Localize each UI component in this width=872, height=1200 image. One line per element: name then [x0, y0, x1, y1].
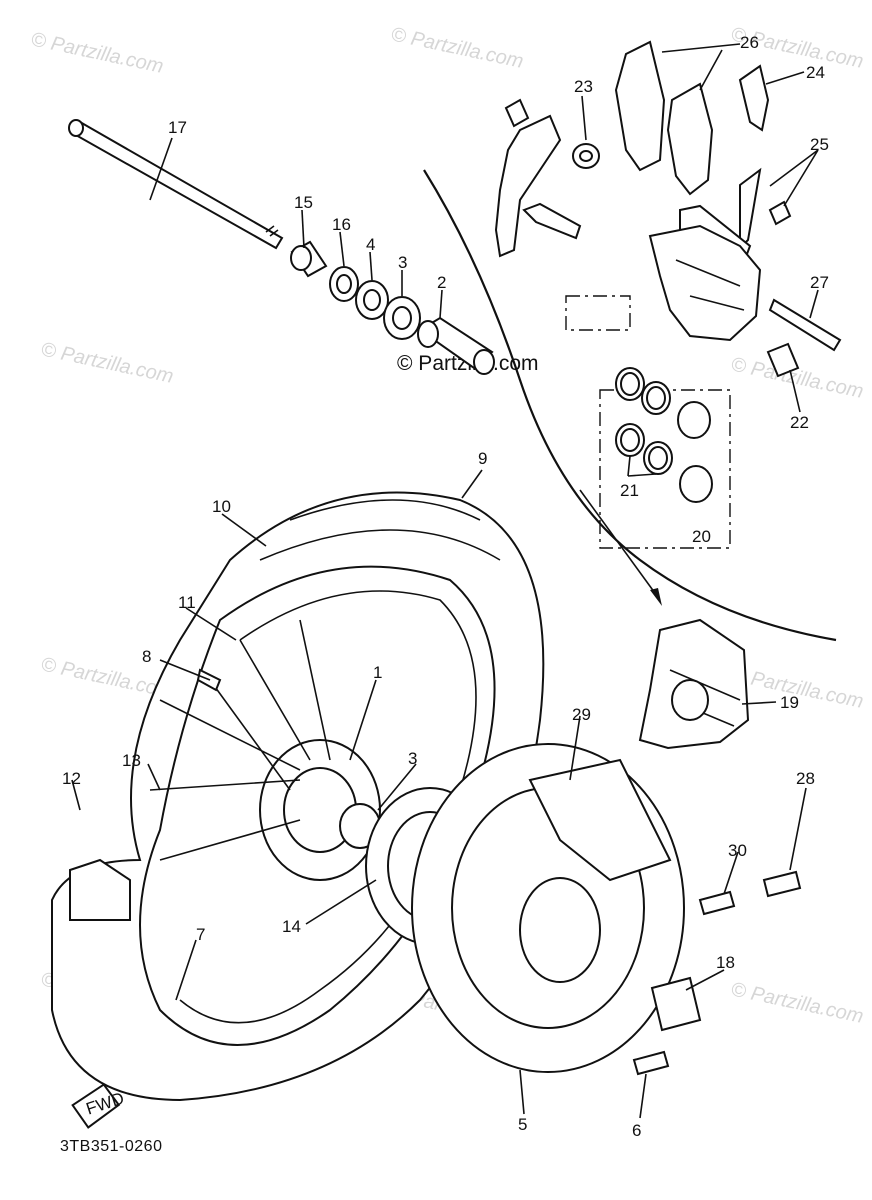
watermark-text: © Partzilla.com	[39, 338, 175, 388]
callout-5: 5	[518, 1115, 527, 1134]
callout-3: 3	[398, 253, 407, 272]
caliper-assembly-part	[638, 618, 750, 750]
watermark-text: © Partzilla.com	[729, 353, 865, 403]
callout-30: 30	[728, 841, 747, 860]
callout-1: 1	[373, 663, 382, 682]
callout-17: 17	[168, 118, 187, 137]
callout-22: 22	[790, 413, 809, 432]
callout-20: 20	[692, 527, 711, 546]
callout-labels: 17 15 16 4 3 2 23 26 24 25 27 22 21 20 9…	[62, 33, 829, 1140]
callout-13: 13	[122, 751, 141, 770]
callout-21: 21	[620, 481, 639, 500]
forward-direction-arrow: FWD	[71, 1083, 126, 1129]
callout-28: 28	[796, 769, 815, 788]
callout-16: 16	[332, 215, 351, 234]
caliper-detail-arrowhead	[650, 588, 662, 606]
caliper-upper-parts	[494, 40, 792, 264]
caliper-seal-kit	[565, 295, 731, 549]
callout-29: 29	[572, 705, 591, 724]
callout-23: 23	[574, 77, 593, 96]
callout-10: 10	[212, 497, 231, 516]
axle-part	[68, 119, 284, 250]
callout-26: 26	[740, 33, 759, 52]
diagram-code: 3TB351-0260	[60, 1138, 163, 1155]
callout-18: 18	[716, 953, 735, 972]
callout-9: 9	[478, 449, 487, 468]
callout-19: 19	[780, 693, 799, 712]
caliper-body-part	[648, 224, 842, 378]
callout-25: 25	[810, 135, 829, 154]
watermark-text: © Partzilla.com	[389, 23, 525, 73]
bolts-and-sensor	[632, 870, 802, 1076]
callout-11: 11	[178, 593, 196, 612]
caliper-detail-boundary	[423, 169, 837, 642]
hub-spacer-stack	[290, 240, 495, 375]
callout-4: 4	[366, 235, 375, 254]
callout-14: 14	[282, 917, 301, 936]
watermark-text: © Partzilla.com	[729, 978, 865, 1028]
callout-27: 27	[810, 273, 829, 292]
callout-8: 8	[142, 647, 151, 666]
watermark-text: © Partzilla.com	[29, 28, 165, 78]
callout-3b: 3	[408, 749, 417, 768]
callout-2: 2	[437, 273, 446, 292]
leader-lines	[71, 43, 819, 1119]
disc-assembly	[365, 743, 685, 1073]
callout-24: 24	[806, 63, 825, 82]
callout-15: 15	[294, 193, 313, 212]
callout-6: 6	[632, 1121, 641, 1140]
callout-7: 7	[196, 925, 205, 944]
hub-and-spokes	[69, 619, 381, 921]
callout-12: 12	[62, 769, 81, 788]
caliper-detail-arrow-line	[579, 489, 661, 601]
